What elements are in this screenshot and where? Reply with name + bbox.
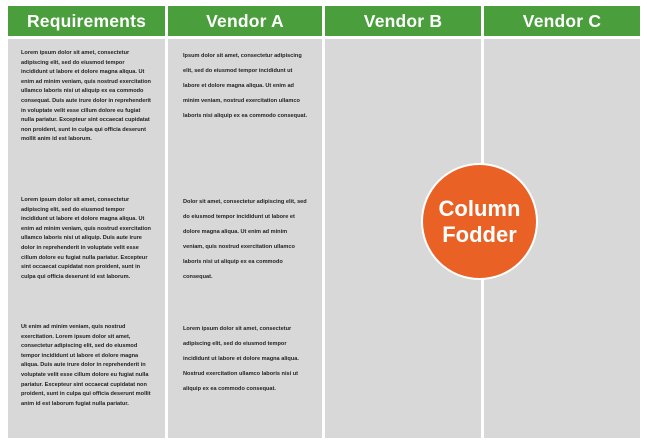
vendor-a-text-3: Lorem ipsum dolor sit amet, consectetur …	[183, 326, 299, 392]
header-vendor-a: Vendor A	[168, 6, 322, 36]
header-vendor-c: Vendor C	[484, 6, 640, 36]
vendor-a-text-1: Ipsum dolor sit amet, consectetur adipis…	[183, 53, 308, 119]
vendor-a-text-2: Dolor sit amet, consectetur adipiscing e…	[183, 199, 307, 280]
requirement-text-1: Lorem ipsum dolor sit amet, consectetur …	[21, 50, 151, 143]
column-fodder-badge: Column Fodder	[423, 165, 536, 278]
requirement-text-3: Ut enim ad minim veniam, quis nostrud ex…	[21, 324, 151, 407]
header-requirements: Requirements	[8, 6, 165, 36]
requirements-cell: Lorem ipsum dolor sit amet, consectetur …	[8, 39, 165, 438]
header-vendor-b: Vendor B	[325, 6, 481, 36]
vendor-a-column: Vendor A Ipsum dolor sit amet, consectet…	[168, 6, 322, 438]
requirement-text-2: Lorem ipsum dolor sit amet, consectetur …	[21, 197, 151, 280]
badge-line-2: Fodder	[442, 221, 517, 247]
vendor-comparison-table: Requirements Lorem ipsum dolor sit amet,…	[8, 6, 640, 438]
requirements-column: Requirements Lorem ipsum dolor sit amet,…	[8, 6, 165, 438]
vendor-a-cell: Ipsum dolor sit amet, consectetur adipis…	[168, 39, 322, 438]
badge-line-1: Column	[438, 195, 521, 221]
